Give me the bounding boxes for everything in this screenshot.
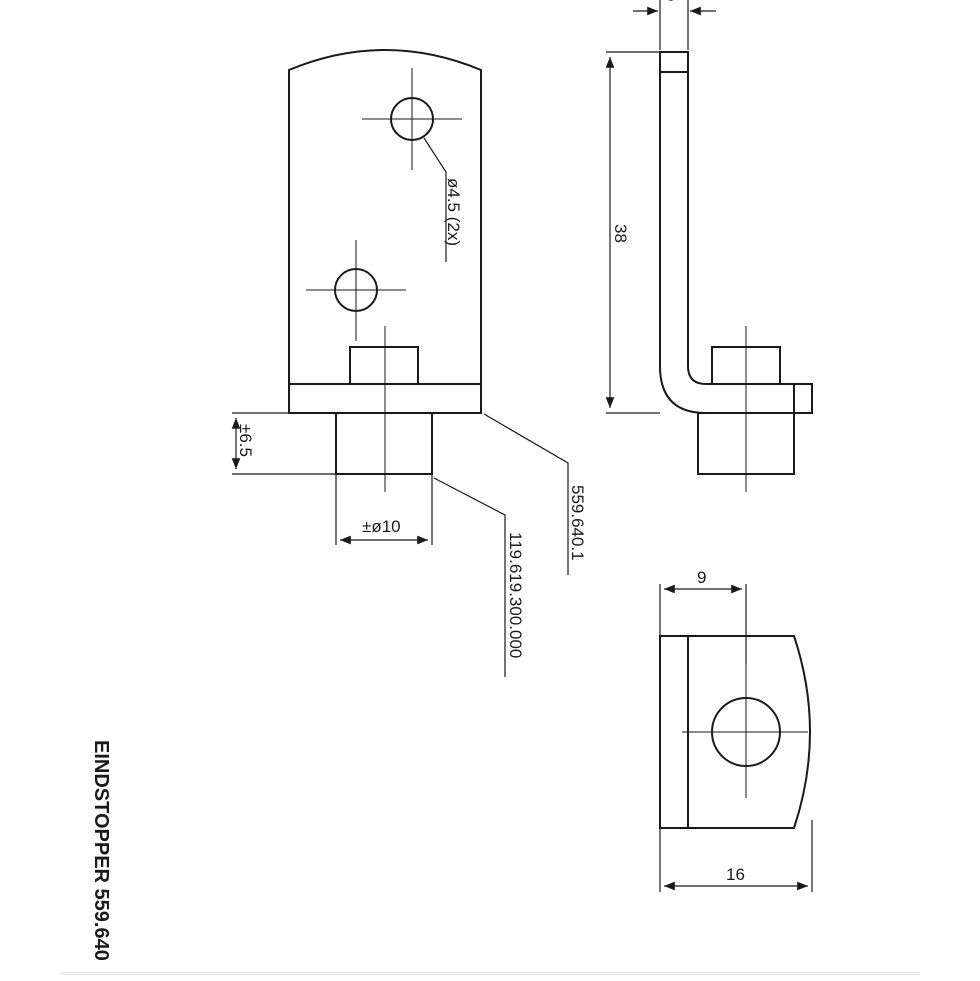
knurl-lower <box>335 412 433 475</box>
bracket-profile <box>659 51 813 414</box>
page-bottom-edge <box>60 972 920 975</box>
plate-outline <box>288 49 482 414</box>
side-view: 38 5 <box>605 0 813 492</box>
knurl-diameter-label: ±ø10 <box>362 517 401 536</box>
part-number-knurl: 119.619.300.000 <box>506 532 525 658</box>
hole-leader <box>423 137 447 262</box>
top-width-label: 5 <box>663 0 682 1</box>
height-label: 38 <box>611 224 630 243</box>
knurl-height-label: ±6.5 <box>236 424 255 457</box>
plate-leader <box>483 413 569 575</box>
hole-note-label: ø4.5 (2x) <box>444 178 463 246</box>
drawing-title: EINDSTOPPER 559.640 <box>90 740 112 961</box>
width-16-label: 16 <box>726 865 745 884</box>
knurl-upper <box>349 346 419 385</box>
knurl-leader <box>433 477 506 677</box>
front-view: ø4.5 (2x) ±6.5 ±ø10 559.640.1 119.619.30… <box>231 49 587 677</box>
base-outline <box>659 635 811 829</box>
bottom-view: 9 16 <box>659 568 813 892</box>
part-number-plate: 559.640.1 <box>568 485 587 561</box>
width-9-label: 9 <box>697 568 706 587</box>
